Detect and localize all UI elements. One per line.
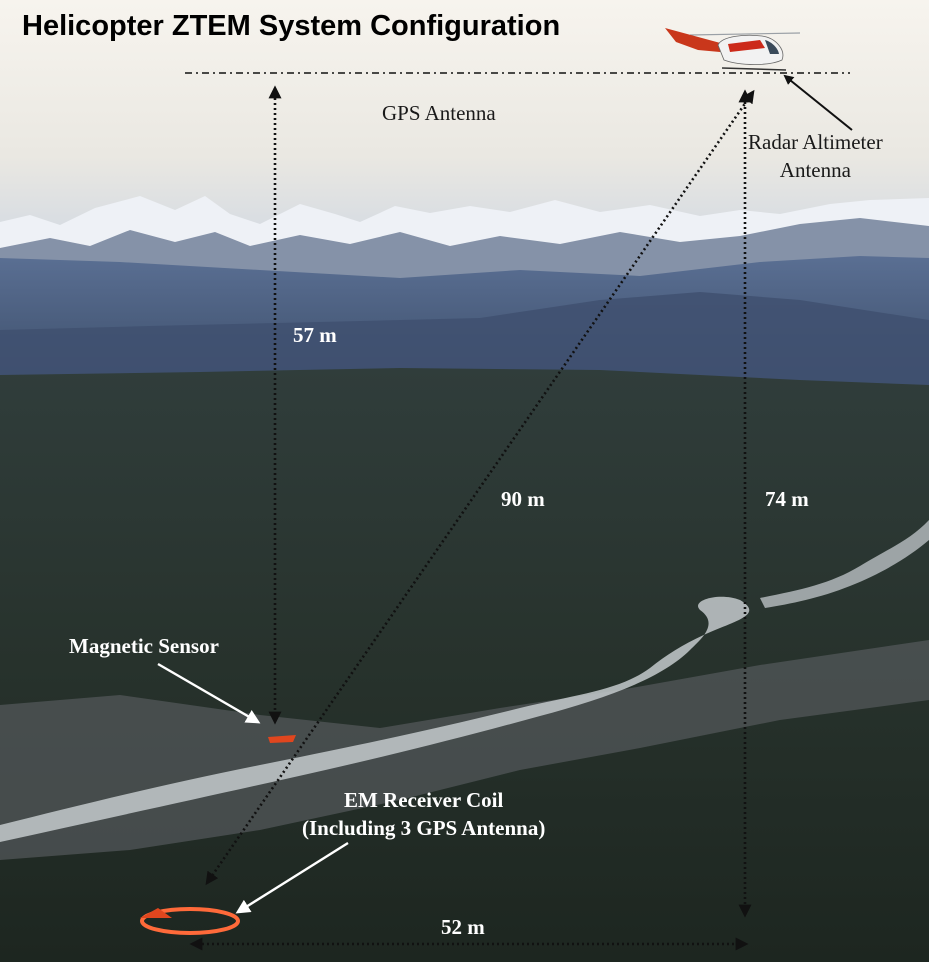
leader-90m bbox=[205, 89, 755, 886]
gps-antenna-label: GPS Antenna bbox=[382, 101, 496, 125]
distance-57m-label: 57 m bbox=[293, 323, 337, 347]
distance-52m-label: 52 m bbox=[441, 915, 485, 939]
radar-altimeter-line1: Radar Altimeter bbox=[748, 130, 883, 154]
radar-altimeter-label: Radar Altimeter Antenna bbox=[748, 128, 883, 184]
distance-90m-label: 90 m bbox=[501, 487, 545, 511]
river bbox=[0, 596, 750, 842]
em-coil-line1: EM Receiver Coil bbox=[343, 788, 504, 812]
em-coil-line2: (Including 3 GPS Antenna) bbox=[302, 816, 546, 840]
magnetic-sensor-label: Magnetic Sensor bbox=[69, 634, 219, 658]
diagram-title: Helicopter ZTEM System Configuration bbox=[22, 10, 561, 42]
radar-altimeter-line2: Antenna bbox=[779, 158, 851, 182]
radar-callout-arrow bbox=[783, 74, 853, 131]
coil-callout-arrow bbox=[235, 841, 349, 914]
helicopter-icon bbox=[665, 28, 801, 71]
em-receiver-coil-icon bbox=[140, 907, 240, 935]
river-upper bbox=[760, 520, 929, 608]
distance-74m-label: 74 m bbox=[765, 487, 809, 511]
em-receiver-coil-label: EM Receiver Coil (Including 3 GPS Antenn… bbox=[302, 786, 545, 842]
mag-sensor-callout-arrow bbox=[157, 662, 261, 724]
